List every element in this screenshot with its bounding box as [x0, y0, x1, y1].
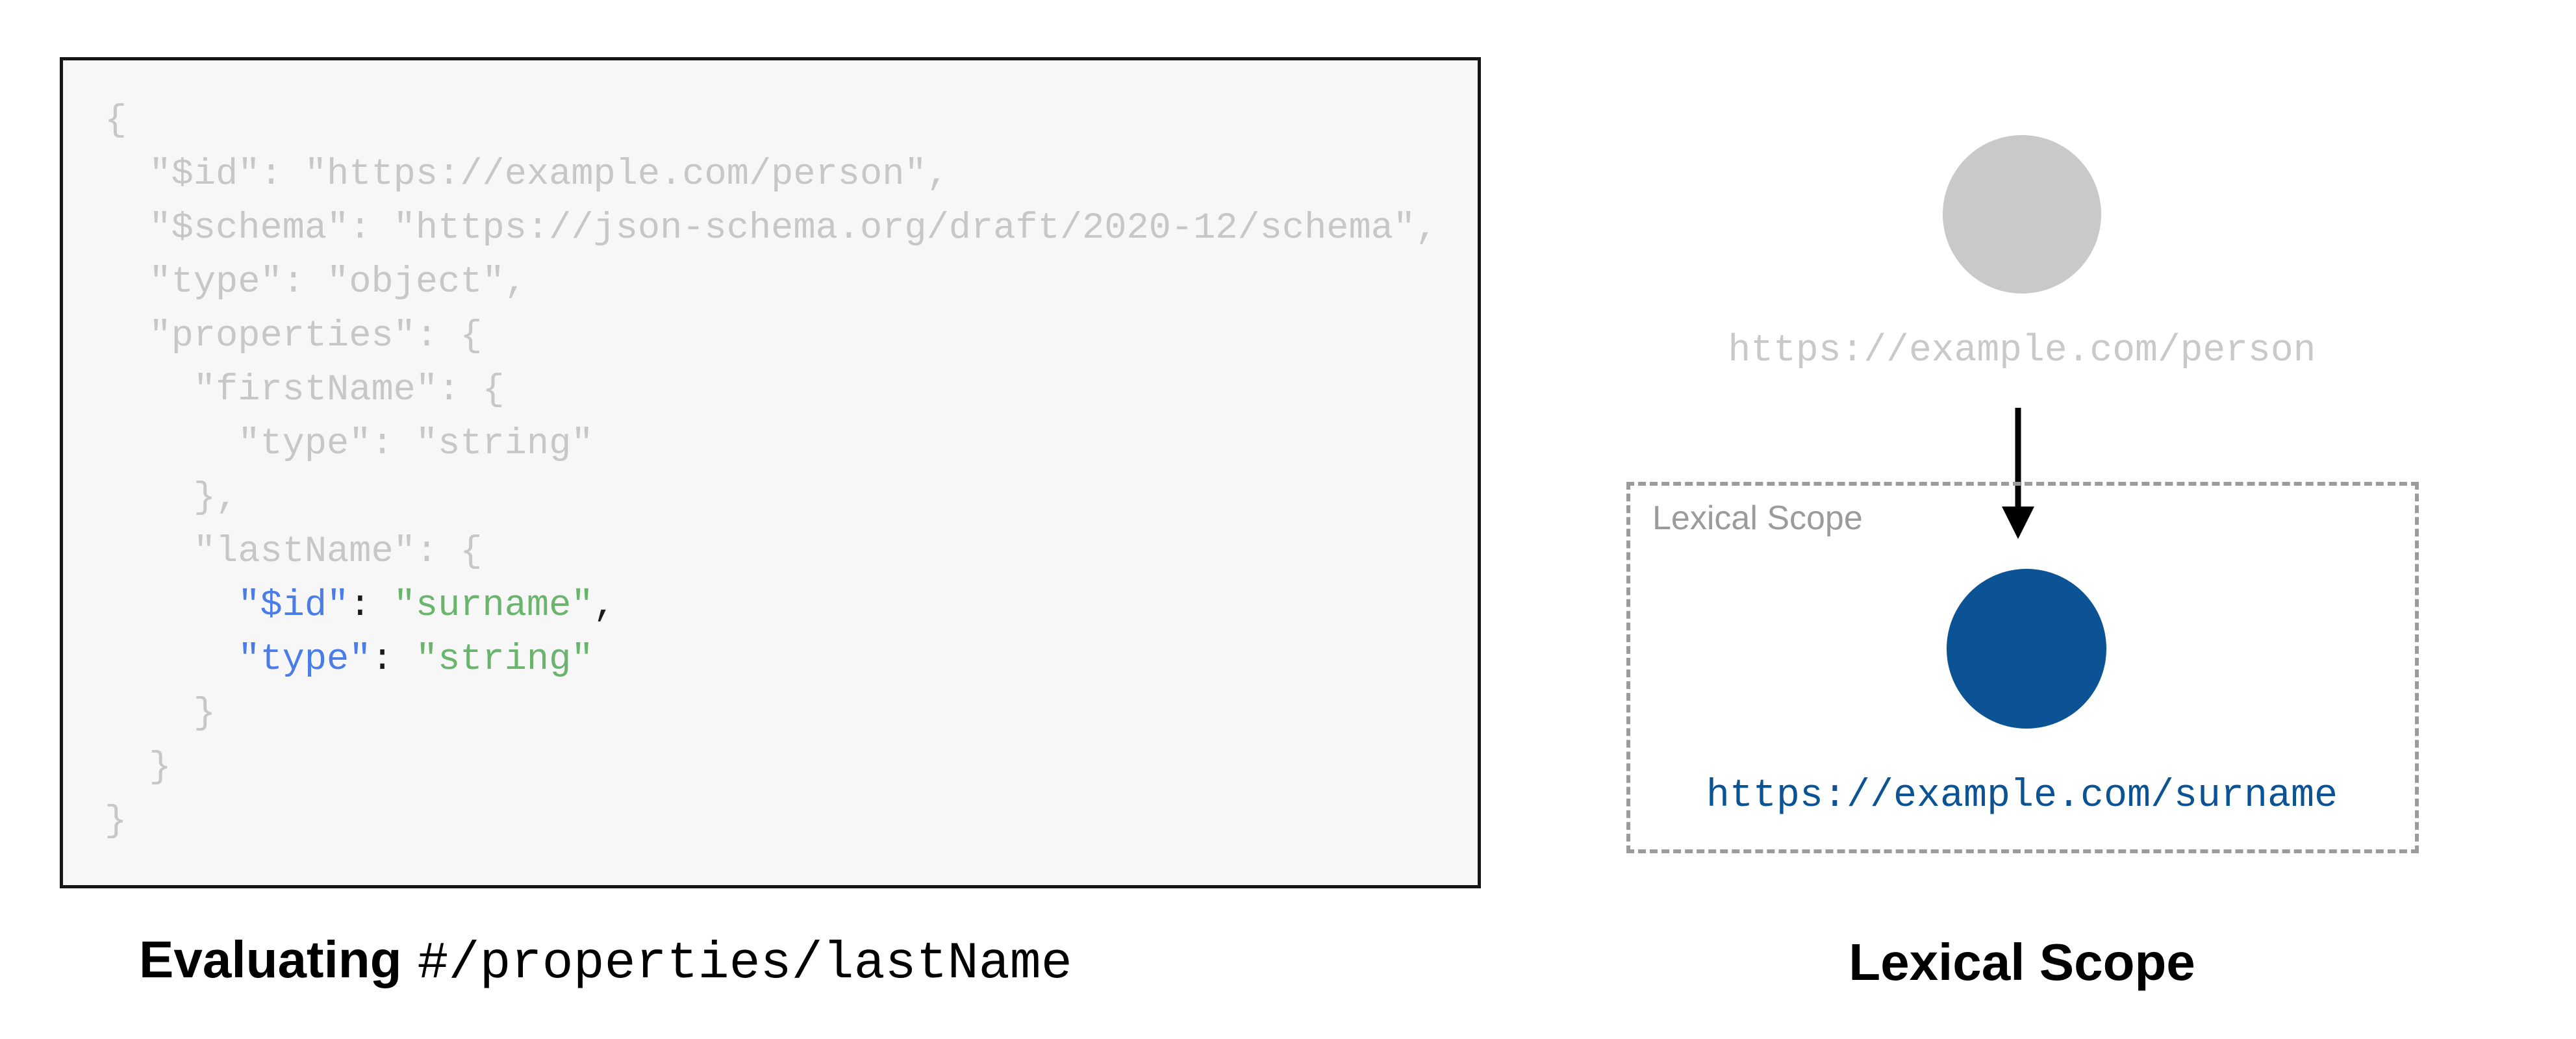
- left-caption: Evaluating #/properties/lastName: [139, 930, 1072, 994]
- code-token-dim: }: [105, 693, 216, 734]
- lexical-scope-box-label: Lexical Scope: [1652, 499, 1863, 537]
- code-line: }: [105, 741, 1465, 795]
- code-line: "firstName": {: [105, 364, 1465, 418]
- code-line: {: [105, 94, 1465, 148]
- code-line: "properties": {: [105, 310, 1465, 364]
- left-caption-word: Evaluating: [139, 931, 402, 988]
- lexical-scope-box: Lexical Scope: [1626, 482, 2419, 853]
- code-token-dim: },: [105, 477, 238, 519]
- left-caption-pointer: #/properties/lastName: [417, 934, 1072, 994]
- json-schema-code-box: { "$id": "https://example.com/person", "…: [60, 57, 1481, 888]
- code-token-key: "$id": [238, 585, 349, 627]
- code-line: "type": "object",: [105, 256, 1465, 310]
- code-token-punct: ,: [593, 585, 616, 627]
- code-token-dim: "$schema": "https://json-schema.org/draf…: [105, 208, 1438, 249]
- person-uri-label: https://example.com/person: [1728, 330, 2316, 372]
- code-token-punct: :: [371, 639, 416, 681]
- code-token-dim: "type": "object",: [105, 262, 527, 303]
- right-caption: Lexical Scope: [1849, 933, 2195, 991]
- code-token-dim: }: [105, 801, 127, 842]
- code-token-str: "string": [415, 639, 594, 681]
- code-line: "type": "string": [105, 633, 1465, 687]
- code-token-dim: "$id": "https://example.com/person",: [105, 154, 949, 195]
- code-token-punct: :: [349, 585, 394, 627]
- code-block: { "$id": "https://example.com/person", "…: [105, 94, 1465, 849]
- code-line: "$id": "surname",: [105, 579, 1465, 633]
- code-token-dim: "type": "string": [105, 423, 594, 465]
- person-schema-node: [1943, 135, 2101, 294]
- code-line: }: [105, 795, 1465, 849]
- code-line: "$id": "https://example.com/person",: [105, 148, 1465, 202]
- surname-uri-label: https://example.com/surname: [1706, 774, 2338, 818]
- code-token-dim: [105, 639, 238, 681]
- surname-schema-node: [1947, 569, 2106, 729]
- code-line: }: [105, 687, 1465, 741]
- code-token-dim: {: [105, 100, 127, 142]
- code-token-dim: "lastName": {: [105, 531, 483, 573]
- code-line: },: [105, 471, 1465, 525]
- code-token-dim: "properties": {: [105, 316, 483, 357]
- code-token-key: "type": [238, 639, 372, 681]
- code-line: "$schema": "https://json-schema.org/draf…: [105, 202, 1465, 256]
- code-line: "lastName": {: [105, 525, 1465, 579]
- code-token-dim: "firstName": {: [105, 369, 505, 411]
- code-token-dim: }: [105, 747, 171, 788]
- code-line: "type": "string": [105, 418, 1465, 471]
- code-token-str: "surname": [393, 585, 594, 627]
- arrow-down-icon: [2002, 408, 2034, 539]
- code-token-dim: [105, 585, 238, 627]
